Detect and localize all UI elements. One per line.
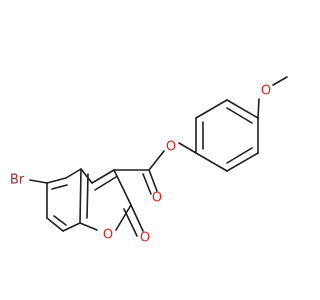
atom-lactone-oxygen: O: [140, 231, 150, 246]
bond-c3-c4-inner: [94, 176, 117, 191]
bond-c5-c6: [46, 177, 67, 184]
bond-ester-o-carbonyl: [148, 150, 165, 171]
bond-c5-c6-inner: [51, 184, 68, 190]
bond-ring2-5: [226, 152, 259, 172]
bond-ring2-1: [226, 99, 259, 119]
bond-carbonyl-o-double: [142, 173, 152, 195]
bond-ring2-1-inner: [226, 107, 253, 124]
bond-c4a-c5: [65, 168, 82, 179]
bond-c3-c2: [113, 169, 132, 206]
bond-ring2-2: [195, 99, 228, 119]
bond-c7-c8-inner: [53, 215, 67, 226]
bond-c2-ring-o: [115, 204, 132, 231]
atom-labels: O O O O O Br: [10, 84, 271, 246]
bond-c3-c4: [91, 169, 115, 184]
atom-bromine: Br: [10, 173, 25, 188]
bond-ring2-4: [195, 152, 228, 172]
bond-o-aryl: [257, 98, 260, 119]
bond-carbonyl-o: [148, 169, 158, 192]
bond-c8a-c4a-inner: [86, 173, 89, 219]
atom-ester-oxygen: O: [166, 140, 176, 155]
bond-aryl-ester-o: [178, 142, 197, 154]
bond-c7-c8: [46, 217, 64, 232]
bond-c6-br: [29, 179, 48, 184]
molecule-structure: O O O O O Br: [10, 76, 288, 246]
atom-carbonyl-oxygen: O: [152, 191, 162, 206]
atom-methoxy-oxygen: O: [261, 84, 271, 99]
bond-ring-o-c8a: [79, 222, 98, 231]
bonds: [29, 76, 288, 237]
bond-c8-c8a: [62, 222, 81, 232]
bond-c8a-c4a: [79, 168, 82, 224]
bond-methyl-o: [272, 76, 288, 86]
bond-ring2-5-inner: [226, 147, 253, 164]
bond-c4-c4a: [80, 168, 93, 184]
atom-ring-oxygen: O: [103, 228, 113, 243]
bond-c2-lactone-o: [130, 204, 144, 232]
molecule-canvas: O O O O O Br: [10, 76, 288, 246]
